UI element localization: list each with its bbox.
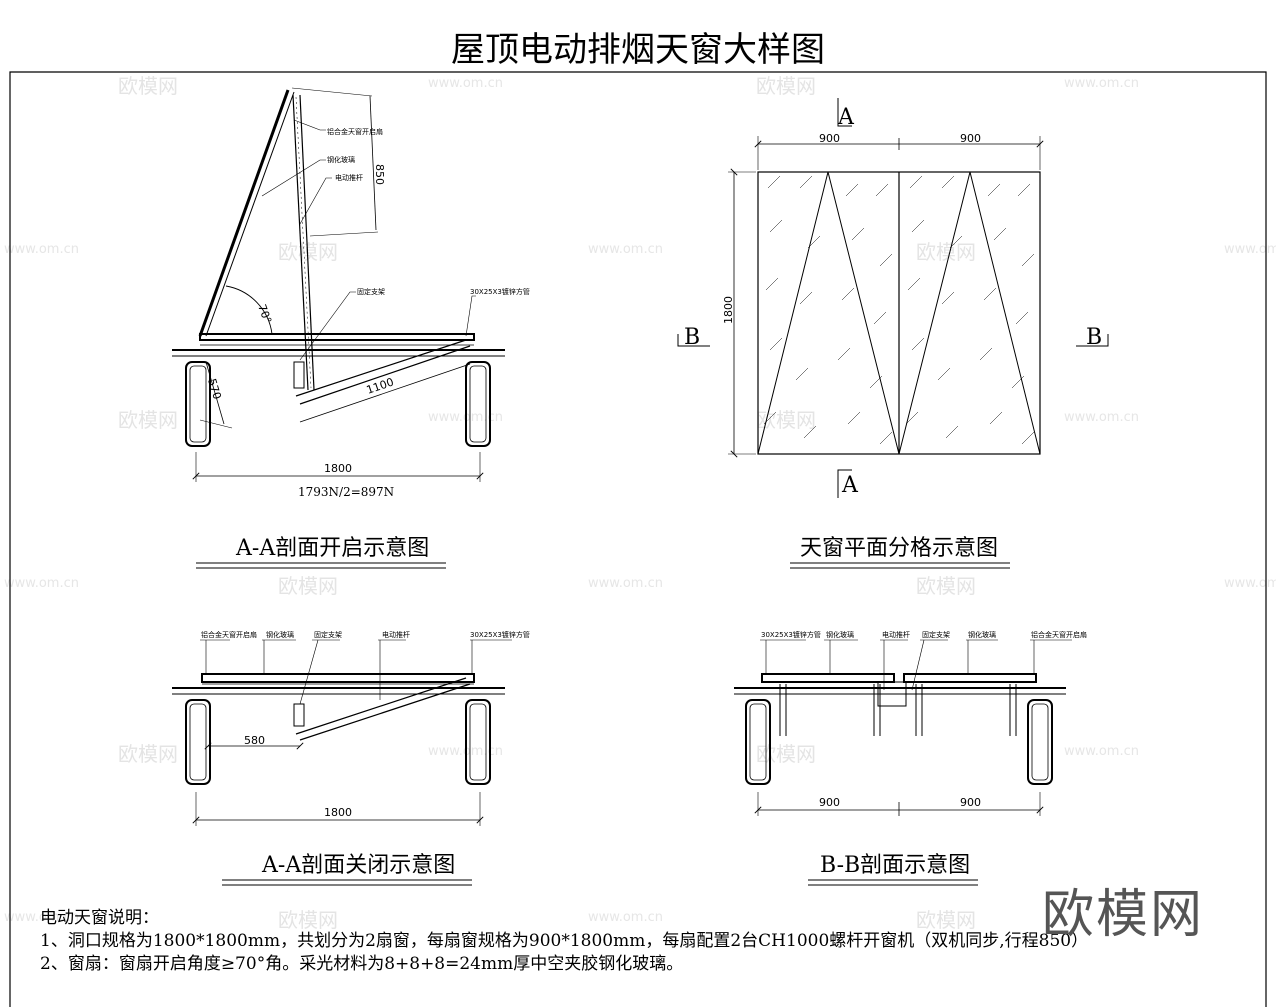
label-actuator: 电动推杆 xyxy=(382,630,410,639)
dim-w2: 900 xyxy=(960,796,981,809)
section-mark-b-right: B xyxy=(1086,325,1102,350)
watermark-url: www.om.cn xyxy=(1064,410,1139,425)
plan-hatch xyxy=(763,175,1035,445)
notes-line-1: 1、洞口规格为1800*1800mm，共划分为2扇窗，每扇窗规格为900*180… xyxy=(40,931,1089,951)
caption-aa-closed: A-A剖面关闭示意图 xyxy=(262,853,456,878)
label-glass-2: 钢化玻璃 xyxy=(968,630,996,639)
label-bracket: 固定支架 xyxy=(922,630,950,639)
dim-offset: 570 xyxy=(205,377,224,401)
watermark-url: www.om.cn xyxy=(588,576,663,591)
watermark-url: www.om.cn xyxy=(1064,744,1139,759)
aa-closed-labels: 铝合金天窗开启扇 钢化玻璃 固定支架 电动推杆 30X25X3镀锌方管 xyxy=(201,630,530,639)
dim-arm: 1100 xyxy=(365,375,396,396)
notes-heading: 电动天窗说明： xyxy=(40,908,159,928)
label-bracket: 固定支架 xyxy=(314,630,342,639)
sheet-border xyxy=(9,71,1267,1007)
label-glass: 钢化玻璃 xyxy=(327,155,355,164)
label-tube: 30X25X3镀锌方管 xyxy=(761,630,821,639)
watermark-url: www.om.cn xyxy=(4,576,79,591)
dim-offset: 580 xyxy=(244,734,265,747)
label-glass: 钢化玻璃 xyxy=(826,630,854,639)
aa-open-section xyxy=(172,87,505,482)
label-actuator: 电动推杆 xyxy=(335,173,363,182)
label-glass: 钢化玻璃 xyxy=(266,630,294,639)
watermark-logo: 欧模网 xyxy=(118,742,178,766)
plan-dim-height: 1800 xyxy=(722,296,735,324)
watermark-logo: 欧模网 xyxy=(278,574,338,598)
watermark-logo: 欧模网 xyxy=(916,908,976,932)
watermark-logo: 欧模网 xyxy=(916,574,976,598)
watermark-logo: 欧模网 xyxy=(278,908,338,932)
watermark-logo: 欧模网 xyxy=(916,240,976,264)
aa-open-dims: 850 70° 1100 570 1800 1793N/2=897N xyxy=(205,164,395,499)
watermark-logo: 欧模网 xyxy=(118,408,178,432)
section-mark-a-bottom: A xyxy=(841,473,859,498)
aa-closed-section xyxy=(172,639,512,826)
label-bracket: 固定支架 xyxy=(357,287,385,296)
label-tube: 30X25X3镀锌方管 xyxy=(470,287,530,296)
dim-width: 1800 xyxy=(324,806,352,819)
brand-logo: 欧模网 xyxy=(1041,885,1204,945)
dim-angle: 70° xyxy=(255,303,274,326)
label-tube: 30X25X3镀锌方管 xyxy=(470,630,530,639)
bb-dims: 900 900 xyxy=(819,796,981,809)
label-actuator: 电动推杆 xyxy=(882,630,910,639)
label-frame: 铝合金天窗开启扇 xyxy=(201,630,257,639)
dim-stroke: 850 xyxy=(373,164,386,185)
watermark-url: www.om.cn xyxy=(1224,576,1276,591)
watermark-url: www.om.cn xyxy=(428,76,503,91)
plan-text: 900 900 1800 A A B B xyxy=(684,105,1102,498)
bb-section xyxy=(734,639,1072,816)
label-frame: 铝合金天窗开启扇 xyxy=(1031,630,1087,639)
plan-dim-w1: 900 xyxy=(819,132,840,145)
dim-force: 1793N/2=897N xyxy=(298,485,394,499)
aa-closed-dims: 580 1800 xyxy=(244,734,352,819)
dim-width: 1800 xyxy=(324,462,352,475)
aa-open-labels: 铝合金天窗开启扇 钢化玻璃 电动推杆 固定支架 30X25X3镀锌方管 xyxy=(327,127,530,296)
watermark-logo: 欧模网 xyxy=(118,74,178,98)
watermark-url: www.om.cn xyxy=(1224,242,1276,257)
bb-labels: 30X25X3镀锌方管 钢化玻璃 电动推杆 固定支架 钢化玻璃 铝合金天窗开启扇 xyxy=(761,630,1087,639)
plan-view xyxy=(677,98,1109,498)
label-frame: 铝合金天窗开启扇 xyxy=(327,127,383,136)
watermark-url: www.om.cn xyxy=(4,242,79,257)
caption-aa-open: A-A剖面开启示意图 xyxy=(236,536,430,561)
page-title: 屋顶电动排烟天窗大样图 xyxy=(451,30,825,70)
caption-plan: 天窗平面分格示意图 xyxy=(800,536,999,561)
plan-dim-w2: 900 xyxy=(960,132,981,145)
section-mark-a-top: A xyxy=(837,105,855,130)
notes-line-2: 2、窗扇：窗扇开启角度≥70°角。采光材料为8+8+8=24mm厚中空夹胶钢化玻… xyxy=(40,954,684,974)
dim-w1: 900 xyxy=(819,796,840,809)
watermark-url: www.om.cn xyxy=(4,910,79,925)
watermark-logo: 欧模网 xyxy=(756,74,816,98)
watermark-url: www.om.cn xyxy=(1064,76,1139,91)
watermark-url: www.om.cn xyxy=(588,242,663,257)
caption-underlines xyxy=(196,562,1010,886)
watermark-url: www.om.cn xyxy=(588,910,663,925)
section-mark-b-left: B xyxy=(684,325,700,350)
caption-bb: B-B剖面示意图 xyxy=(820,853,971,878)
